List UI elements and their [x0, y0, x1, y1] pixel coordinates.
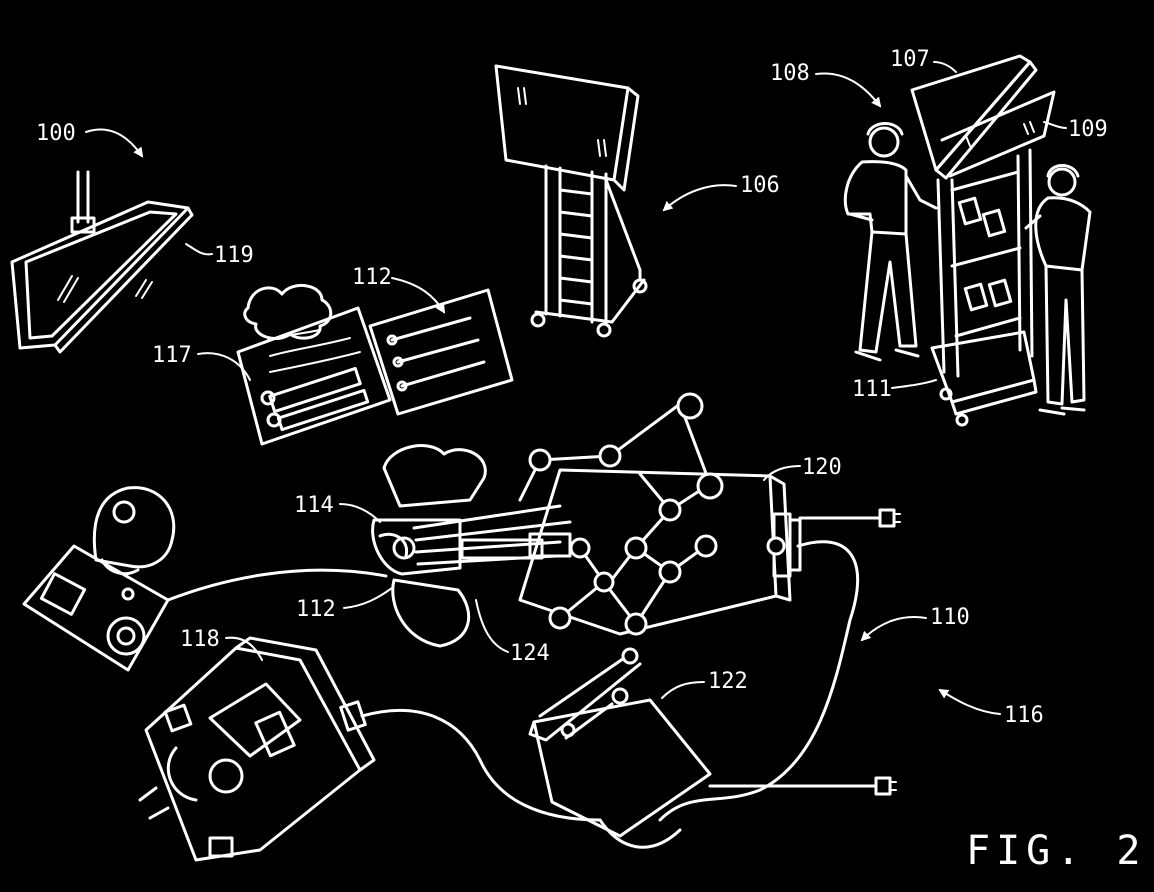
label-110: 110: [930, 605, 970, 630]
label-111: 111: [852, 377, 892, 402]
label-124: 124: [510, 641, 550, 666]
monitor-cart: [494, 64, 648, 338]
label-120: 120: [802, 455, 842, 480]
anatomy-image-panel: [236, 284, 392, 446]
figure-title: FIG. 2: [966, 828, 1147, 874]
instrument-image-panel: [368, 288, 514, 416]
vision-cart: [528, 647, 897, 849]
label-100: 100: [36, 121, 76, 146]
handheld-controller-box: [22, 486, 388, 672]
label-107: 107: [890, 47, 930, 72]
ceiling-monitor: [10, 170, 194, 354]
label-118: 118: [180, 627, 220, 652]
label-122: 122: [708, 669, 748, 694]
reference-labels: 100 119 117 112 106 108 107 109 111 120 …: [36, 47, 1108, 728]
label-112-top: 112: [352, 265, 392, 290]
label-114: 114: [294, 493, 334, 518]
staff-and-tower: [843, 54, 1092, 427]
label-119: 119: [214, 243, 254, 268]
label-116: 116: [1004, 703, 1044, 728]
label-109: 109: [1068, 117, 1108, 142]
label-112-bottom: 112: [296, 597, 336, 622]
label-106: 106: [740, 173, 780, 198]
surgical-robot: [371, 392, 901, 822]
label-108: 108: [770, 61, 810, 86]
label-117: 117: [152, 343, 192, 368]
surgeon-console: [138, 636, 602, 862]
